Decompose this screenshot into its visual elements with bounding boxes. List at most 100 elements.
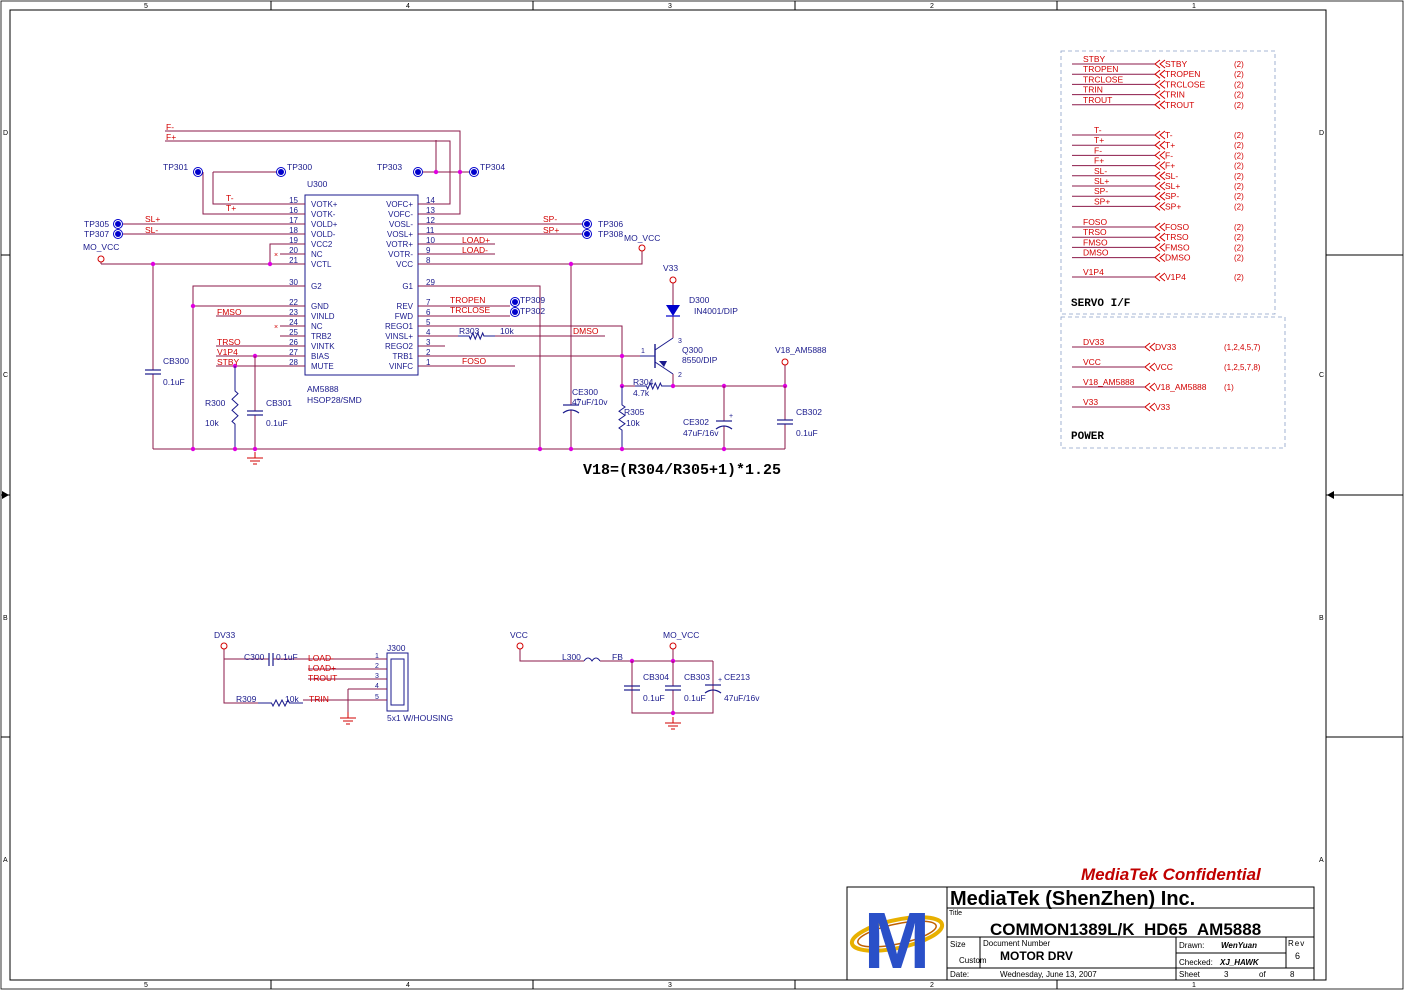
ic-part: AM5888 <box>307 384 339 394</box>
power-port <box>97 255 105 263</box>
column-marker: 2 <box>930 3 934 10</box>
offpage-connector <box>1144 402 1156 412</box>
servo-port-label: TRIN <box>1165 90 1185 100</box>
testpoint-pad <box>115 231 121 237</box>
val-cb303: 0.1uF <box>684 693 706 703</box>
junction-dot <box>537 446 543 452</box>
servo-port-label: FOSO <box>1165 222 1189 232</box>
power-port-label: V33 <box>1155 402 1170 412</box>
power-title: POWER <box>1071 431 1104 443</box>
row-marker: C <box>1319 372 1324 379</box>
offpage-connector <box>1154 59 1166 69</box>
electrolytic-capacitor-symbol: + <box>715 386 733 449</box>
servo-net-label: SP+ <box>1094 196 1110 206</box>
power-sheet-ref: (1,2,5,7,8) <box>1224 363 1261 372</box>
testpoint-pad <box>512 299 518 305</box>
power-label-v18: V18_AM5888 <box>775 345 827 355</box>
power-port-label: V18_AM5888 <box>1155 382 1207 392</box>
svg-text:×: × <box>274 324 278 331</box>
offpage-connector <box>1154 151 1166 160</box>
pin-number: 8 <box>426 256 431 265</box>
junction-dot <box>721 446 727 452</box>
pin-number: 23 <box>289 308 298 317</box>
testpoint-label: TP309 <box>520 295 545 305</box>
power-port-label: VCC <box>1155 362 1173 372</box>
pin-number: 3 <box>375 673 379 680</box>
net-label: LOAD+ <box>462 235 490 245</box>
svg-text:M: M <box>864 896 931 985</box>
wire <box>654 361 674 375</box>
column-marker: 1 <box>1192 3 1196 10</box>
servo-port-label: TRSO <box>1165 232 1189 242</box>
pin-number: 9 <box>426 246 431 255</box>
servo-port-label: SL+ <box>1165 181 1180 191</box>
offpage-connector <box>1144 342 1156 352</box>
servo-port-label: F- <box>1165 150 1173 160</box>
servo-sheet-ref: (2) <box>1234 243 1244 252</box>
row-marker: D <box>1319 130 1324 137</box>
ref-ce302: CE302 <box>683 417 709 427</box>
servo-net-label: T- <box>1094 125 1102 135</box>
row-marker: A <box>1319 857 1324 864</box>
power-net-label: V18_AM5888 <box>1083 377 1135 387</box>
pin-name: VOLD+ <box>311 220 338 229</box>
row-marker: A <box>3 857 8 864</box>
servo-port-label: DMSO <box>1165 253 1191 263</box>
servo-net-label: F+ <box>1094 156 1104 166</box>
net-label-f-plus: F+ <box>166 132 176 142</box>
capacitor-symbol <box>145 365 161 449</box>
net-label: FMSO <box>217 307 242 317</box>
power-net-label: VCC <box>1083 357 1101 367</box>
column-marker: 4 <box>406 982 410 989</box>
pin-number: 19 <box>289 236 298 245</box>
servo-net-label: FMSO <box>1083 237 1108 247</box>
pin-number: 1 <box>375 653 379 660</box>
ground-symbol <box>247 452 263 465</box>
power-label-mo-vcc: MO_VCC <box>83 242 119 252</box>
capacitor-symbol <box>665 661 681 713</box>
testpoint-label: TP301 <box>163 162 188 172</box>
column-marker: 2 <box>930 982 934 989</box>
pin-number: 27 <box>289 348 298 357</box>
rev-label: Rev <box>1288 939 1305 948</box>
junction-dot <box>568 446 574 452</box>
pin-number: 5 <box>426 318 431 327</box>
servo-sheet-ref: (2) <box>1234 202 1244 211</box>
pin-name: VINTK <box>311 342 335 351</box>
sheet-total: 8 <box>1290 970 1295 979</box>
servo-port-label: T+ <box>1165 140 1175 150</box>
testpoint-pad <box>512 309 518 315</box>
pin-name: REGO1 <box>385 322 414 331</box>
junction-dot <box>150 261 156 267</box>
offpage-connector <box>1154 100 1166 110</box>
servo-net-label: FOSO <box>1083 217 1107 227</box>
pin-number: 7 <box>426 298 431 307</box>
val-ce302: 47uF/16v <box>683 428 719 438</box>
ref-c300: C300 <box>244 652 265 662</box>
junction-dot <box>670 383 676 389</box>
ref-cb304: CB304 <box>643 672 669 682</box>
pin-number: 25 <box>289 328 298 337</box>
ref-r304: R304 <box>633 377 654 387</box>
power-port-label: DV33 <box>1155 342 1177 352</box>
pin-name: TRB1 <box>393 352 414 361</box>
servo-sheet-ref: (2) <box>1234 182 1244 191</box>
ref-r305: R305 <box>624 407 645 417</box>
wire <box>192 285 280 449</box>
offpage-connector <box>1154 243 1166 252</box>
ref-cb301: CB301 <box>266 398 292 408</box>
pin-number: 3 <box>426 338 431 347</box>
pin-name: VOTK- <box>311 210 336 219</box>
resistor-symbol <box>231 366 239 449</box>
testpoint-pad <box>471 169 477 175</box>
junction-dot <box>190 303 196 309</box>
column-marker: 1 <box>1192 982 1196 989</box>
resistor-symbol <box>618 386 626 449</box>
servo-sheet-ref: (2) <box>1234 131 1244 140</box>
ref-q300: Q300 <box>682 345 703 355</box>
power-port <box>516 642 524 650</box>
title-block <box>846 886 1315 981</box>
servo-port-label: TROPEN <box>1165 69 1200 79</box>
servo-port-label: T- <box>1165 130 1173 140</box>
